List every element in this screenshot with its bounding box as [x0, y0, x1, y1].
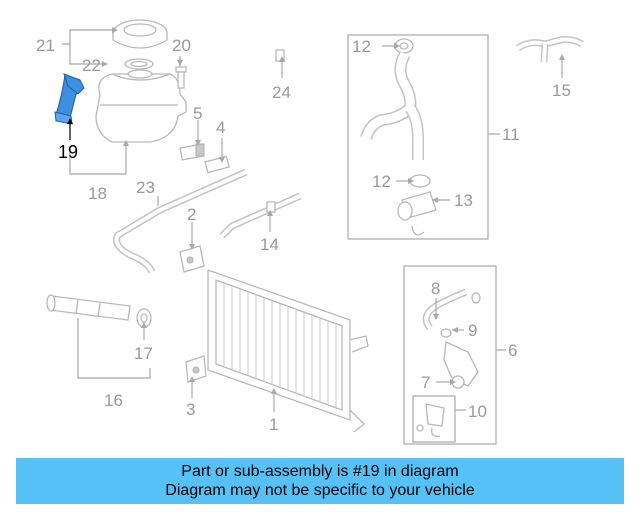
- callout-12-upper: 12: [352, 37, 371, 56]
- callout-12-lower: 12: [372, 172, 391, 191]
- callout-18: 18: [88, 184, 107, 203]
- callout-13: 13: [454, 191, 473, 210]
- callout-9: 9: [468, 321, 477, 340]
- callout-22: 22: [82, 56, 101, 75]
- group-box-6: [403, 265, 497, 445]
- part-18-expansion-tank[interactable]: [95, 69, 187, 143]
- part-17-oring[interactable]: [136, 308, 152, 328]
- part-23-hose[interactable]: [113, 168, 248, 274]
- leader-arrows: [102, 27, 565, 394]
- callout-7: 7: [421, 373, 430, 392]
- banner-line-2: Diagram may not be specific to your vehi…: [165, 482, 475, 499]
- part-24-hose[interactable]: [228, 49, 342, 74]
- part-9-clamp[interactable]: [440, 292, 481, 338]
- callout-21: 21: [36, 36, 55, 55]
- part-4-sensor[interactable]: [204, 155, 230, 174]
- part-15-hose[interactable]: [516, 36, 584, 63]
- callout-5: 5: [193, 104, 202, 123]
- parts-diagram: 21 22 19 18 20 24 12 11 12 13 15 5 4 23 …: [36, 19, 584, 445]
- callout-19[interactable]: 19: [58, 142, 78, 162]
- callout-20: 20: [172, 36, 191, 55]
- callout-8: 8: [431, 279, 440, 298]
- callout-16: 16: [104, 391, 123, 410]
- part-19-coolant-hose[interactable]: [54, 73, 85, 125]
- part-22-seal[interactable]: [124, 58, 154, 70]
- part-11-upper-hose[interactable]: [360, 51, 424, 160]
- callout-6: 6: [508, 341, 517, 360]
- part-21-cap[interactable]: [112, 19, 168, 49]
- callout-17: 17: [134, 344, 153, 363]
- part-16-pipe[interactable]: [46, 294, 131, 321]
- part-2-mount[interactable]: [179, 245, 205, 273]
- group-box-10: [412, 395, 456, 443]
- callout-10: 10: [468, 402, 487, 421]
- callout-24: 24: [272, 83, 291, 102]
- part-20-bolt[interactable]: [175, 66, 187, 89]
- group-box-11: [347, 34, 489, 240]
- leader-19: [67, 118, 73, 140]
- callout-11: 11: [502, 125, 520, 144]
- callout-4: 4: [216, 118, 225, 137]
- callout-23: 23: [136, 178, 155, 197]
- callout-14: 14: [260, 235, 279, 254]
- part-13-fitting[interactable]: [397, 191, 437, 236]
- part-5-sensor[interactable]: [179, 143, 205, 161]
- callout-3: 3: [186, 400, 195, 419]
- part-14-hose[interactable]: [219, 192, 302, 239]
- part-6-housing[interactable]: [443, 341, 479, 387]
- part-10-fitting[interactable]: [416, 403, 445, 437]
- banner-line-1: Part or sub-assembly is #19 in diagram: [181, 463, 459, 480]
- callout-15: 15: [552, 81, 571, 100]
- part-1-radiator[interactable]: [207, 269, 369, 433]
- info-banner: Part or sub-assembly is #19 in diagram D…: [16, 458, 624, 504]
- callout-1: 1: [269, 415, 278, 434]
- part-3-bracket[interactable]: [185, 355, 207, 383]
- callout-labels: 21 22 19 18 20 24 12 11 12 13 15 5 4 23 …: [36, 36, 571, 434]
- callout-2: 2: [187, 205, 196, 224]
